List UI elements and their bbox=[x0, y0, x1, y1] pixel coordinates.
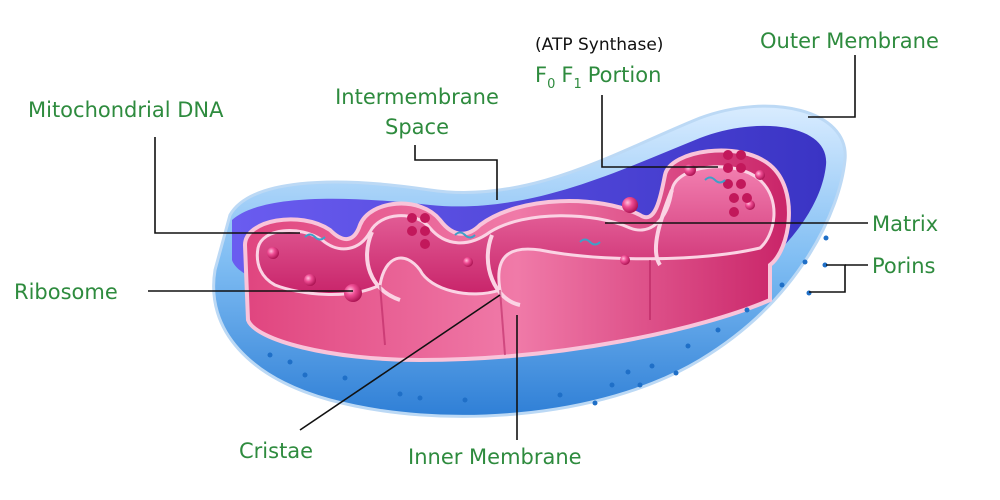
leader-lines bbox=[148, 55, 868, 440]
label-ribosome: Ribosome bbox=[14, 280, 118, 304]
label-intermembrane-space: Space bbox=[385, 115, 449, 139]
label-mitochondrial-dna: Mitochondrial DNA bbox=[28, 98, 224, 122]
leader-outer-membrane bbox=[808, 55, 856, 118]
f0-subscript: 0 bbox=[547, 77, 555, 92]
f1-subscript: 1 bbox=[573, 77, 581, 92]
dna-strands bbox=[304, 176, 726, 246]
leader-porins bbox=[809, 264, 846, 293]
ribosome-particles bbox=[267, 164, 765, 302]
inner-membrane-shape bbox=[242, 148, 791, 363]
label-matrix: Matrix bbox=[872, 212, 938, 236]
label-cristae: Cristae bbox=[239, 439, 313, 463]
portion-word: Portion bbox=[588, 63, 662, 87]
label-atp-synthase: (ATP Synthase) bbox=[535, 35, 663, 55]
label-porins: Porins bbox=[872, 254, 935, 278]
atp-synthase-clusters bbox=[407, 150, 752, 249]
label-outer-membrane: Outer Membrane bbox=[760, 29, 939, 53]
f1-letter: F bbox=[561, 63, 573, 87]
leader-intermembrane bbox=[414, 145, 498, 200]
f0-letter: F bbox=[535, 63, 547, 87]
label-intermembrane: Intermembrane bbox=[335, 85, 499, 109]
leader-f0f1 bbox=[601, 95, 718, 168]
leader-cristae bbox=[299, 294, 501, 431]
leader-mito-dna bbox=[154, 137, 300, 234]
label-inner-membrane: Inner Membrane bbox=[408, 445, 582, 469]
